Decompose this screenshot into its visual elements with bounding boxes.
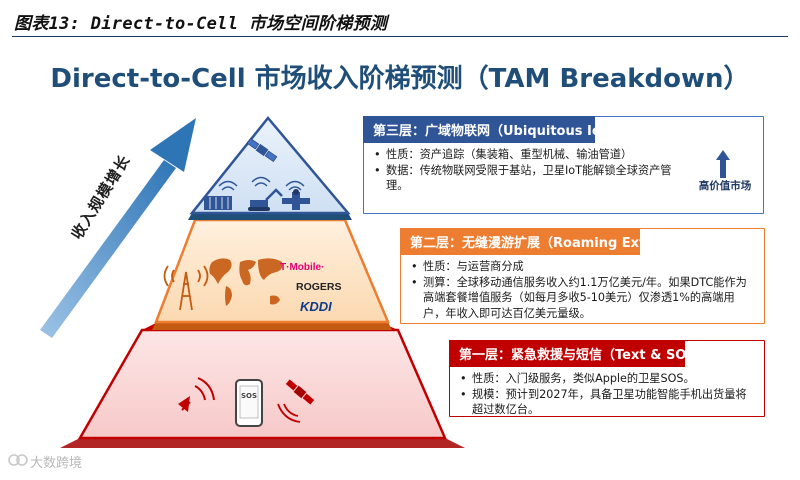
tier-1-header: 第一层：紧急救援与短信（Text & SOS） — [449, 340, 709, 367]
revenue-growth-arrow — [40, 118, 196, 338]
figure-caption: 图表13: Direct-to-Cell 市场空间阶梯预测 — [14, 14, 388, 34]
cell-tower-icon — [163, 265, 209, 311]
tier-3-header: 第三层：广域物联网（Ubiquitous IoT） — [363, 116, 623, 143]
caption-divider — [12, 36, 788, 37]
satellite-icon — [285, 379, 315, 405]
wifi-icon — [218, 176, 305, 191]
container-icon — [204, 196, 232, 210]
phone-sos-label: SOS — [240, 392, 258, 400]
phone-icon — [235, 379, 263, 427]
satellite-icon — [246, 137, 278, 163]
tier-3-body: •性质：资产追踪（集装箱、重型机械、输油管道） •数据：传统物联网受限于基站，卫… — [364, 143, 692, 198]
tier-2-header: 第二层：无缝漫游扩展（Roaming Extension） — [400, 228, 707, 255]
carrier-logo-kddi: KDDI — [300, 299, 332, 314]
tier-2-info-box: 第二层：无缝漫游扩展（Roaming Extension） •性质：与运营商分成… — [400, 228, 765, 324]
tier-2-item: •测算：全球移动通信服务收入约1.1万亿美元/年。如果DTC能作为高端套餐增值服… — [411, 275, 747, 320]
tier-2-item: •性质：与运营商分成 — [411, 260, 524, 273]
excavator-icon — [248, 188, 283, 211]
tier-2-body: •性质：与运营商分成 •测算：全球移动通信服务收入约1.1万亿美元/年。如果DT… — [401, 255, 764, 325]
tier-1-item: •规模：预计到2027年，具备卫星功能智能手机出货量将超过数亿台。 — [460, 387, 747, 417]
watermark-logo-icon — [8, 454, 28, 466]
carrier-logo-tmobile: T·Mobile· — [280, 262, 325, 273]
satellite-signal-icon — [277, 403, 301, 423]
tier-3-item: •性质：资产追踪（集装箱、重型机械、输油管道） — [374, 148, 633, 161]
high-value-label: 高价值市场 — [698, 180, 752, 192]
diagram-title: Direct-to-Cell 市场收入阶梯预测（TAM Breakdown） — [50, 64, 750, 94]
pyramid-tier-3 — [188, 116, 352, 220]
world-map-icon — [209, 258, 283, 306]
tier-3-item: •数据：传统物联网受限于基站，卫星IoT能解锁全球资产管理。 — [374, 163, 672, 193]
tier-1-info-box: 第一层：紧急救援与短信（Text & SOS） •性质：入门级服务，类似Appl… — [449, 340, 765, 417]
watermark-text: 大数跨境 — [30, 456, 83, 471]
tier-1-body: •性质：入门级服务，类似Apple的卫星SOS。 •规模：预计到2027年，具备… — [450, 367, 764, 422]
tier-1-item: •性质：入门级服务，类似Apple的卫星SOS。 — [460, 372, 695, 385]
up-arrow-icon — [716, 150, 730, 178]
signal-icon — [178, 377, 215, 412]
pipeline-icon — [282, 189, 310, 210]
carrier-logo-rogers: ROGERS — [296, 281, 342, 293]
tier-3-info-box: 第三层：广域物联网（Ubiquitous IoT） •性质：资产追踪（集装箱、重… — [363, 116, 764, 214]
